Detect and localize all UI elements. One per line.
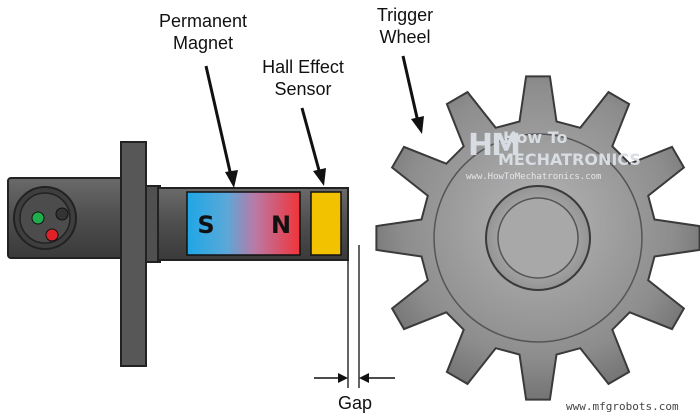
trigger-wheel-label: Trigger Wheel bbox=[355, 4, 455, 48]
connector-socket-inner bbox=[19, 192, 71, 244]
trigger-wheel bbox=[375, 75, 700, 401]
watermark-logo-icon: HM bbox=[468, 128, 521, 163]
credit-text: www.mfgrobots.com bbox=[566, 400, 679, 413]
permanent-magnet bbox=[186, 191, 301, 256]
hall-effect-sensor-label-line1: Hall Effect bbox=[262, 57, 344, 77]
watermark-logo-line1: How To bbox=[503, 128, 568, 147]
trigger-wheel-leader-line bbox=[401, 55, 420, 123]
hall-effect-sensor-label-line2: Sensor bbox=[274, 79, 332, 99]
hall-sensor-arrowhead-icon bbox=[313, 168, 326, 186]
permanent-magnet-leader-line bbox=[204, 65, 233, 177]
green-pin-icon bbox=[31, 211, 45, 225]
permanent-magnet-label-line2: Magnet bbox=[172, 33, 234, 53]
leader-arrows bbox=[204, 55, 424, 188]
trigger-wheel-arrowhead-icon bbox=[411, 116, 424, 134]
watermark-url: www.HowToMechatronics.com bbox=[466, 172, 602, 182]
red-pin-icon bbox=[45, 228, 59, 242]
gap-label: Gap bbox=[337, 393, 373, 413]
permanent-magnet-arrowhead-icon bbox=[225, 170, 238, 188]
gap-arrow-left-icon bbox=[338, 373, 348, 383]
gap-dimension bbox=[314, 245, 395, 388]
permanent-magnet-label: Permanent Magnet bbox=[138, 10, 268, 54]
trigger-wheel-label-line1: Trigger bbox=[376, 5, 434, 25]
magnet-south-pole-label: S bbox=[197, 211, 214, 239]
hall-effect-sensor-chip bbox=[310, 191, 342, 256]
permanent-magnet-label-line1: Permanent bbox=[158, 11, 248, 31]
watermark-logo-line2: Mechatronics bbox=[498, 150, 641, 169]
trigger-wheel-bore bbox=[497, 197, 579, 279]
magnet-north-pole-label: N bbox=[271, 211, 291, 239]
hall-effect-sensor-label: Hall Effect Sensor bbox=[248, 56, 358, 100]
black-pin-icon bbox=[55, 207, 69, 221]
hall-sensor-leader-line bbox=[300, 107, 322, 175]
trigger-wheel-label-line2: Wheel bbox=[379, 27, 431, 47]
gap-arrow-right-icon bbox=[359, 373, 369, 383]
trigger-wheel-inner-ring bbox=[433, 133, 643, 343]
sensor-assembly: S N bbox=[7, 141, 349, 367]
mounting-flange bbox=[120, 141, 147, 367]
